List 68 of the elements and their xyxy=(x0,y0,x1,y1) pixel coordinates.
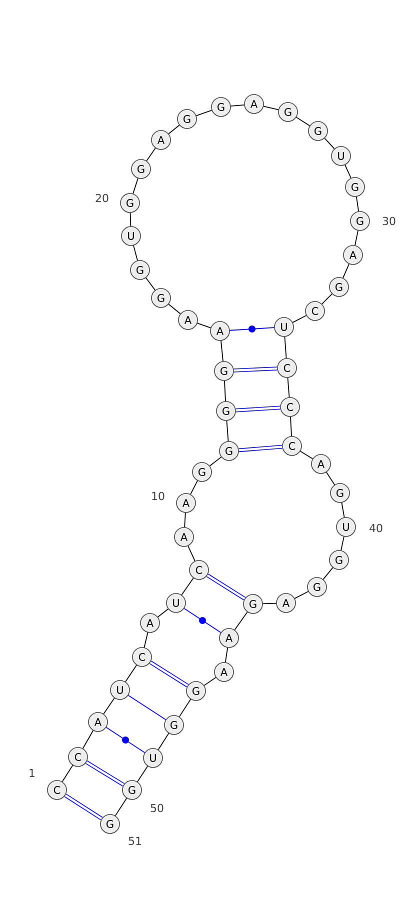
backbone-line xyxy=(234,612,248,630)
backbone-line xyxy=(158,732,170,750)
backbone-line xyxy=(230,104,245,107)
backbone-line xyxy=(226,420,229,442)
backbone-line xyxy=(300,450,314,460)
position-number: 1 xyxy=(30,769,34,777)
backbone-line xyxy=(322,294,332,304)
backbone-line xyxy=(146,148,156,162)
backbone-line xyxy=(344,164,352,178)
base-pair-line xyxy=(206,574,246,600)
backbone-line xyxy=(224,380,226,402)
backbone-line xyxy=(287,377,290,398)
position-number: 40 xyxy=(370,524,382,532)
backbone-line xyxy=(136,766,148,782)
backbone-line xyxy=(196,110,212,116)
backbone-line xyxy=(114,798,128,816)
position-number: 51 xyxy=(128,836,141,846)
backbone-line xyxy=(324,138,335,150)
backbone-line xyxy=(294,591,309,599)
backbone-line xyxy=(326,472,336,486)
backbone-line xyxy=(146,277,156,291)
backbone-line xyxy=(263,106,279,110)
position-number: 50 xyxy=(150,804,164,812)
backbone-line xyxy=(354,230,358,246)
backbone-line xyxy=(356,196,359,212)
backbone-line xyxy=(82,730,94,749)
backbone-line xyxy=(322,567,334,580)
base-pair-line xyxy=(238,444,282,452)
backbone-line xyxy=(284,336,287,359)
backbone-line xyxy=(130,212,132,227)
base-pair-line xyxy=(106,726,146,754)
backbone-line xyxy=(168,124,180,134)
backbone-line xyxy=(157,608,169,618)
base-pair-line xyxy=(85,760,125,786)
backbone-line xyxy=(184,512,186,528)
backbone-line xyxy=(196,322,212,328)
backbone-line xyxy=(103,698,115,714)
backbone-line xyxy=(341,502,345,518)
position-number: 10 xyxy=(152,492,164,500)
backbone-line xyxy=(209,456,222,466)
backbone-line xyxy=(125,664,137,682)
backbone-line xyxy=(190,480,198,495)
backbone-line xyxy=(292,315,307,323)
backbone-line xyxy=(132,178,138,194)
position-number: 30 xyxy=(382,216,396,226)
backbone-line xyxy=(178,698,192,718)
base-pair-line xyxy=(234,366,278,372)
backbone-line xyxy=(296,116,310,126)
backbone-line xyxy=(188,546,196,562)
backbone-line xyxy=(133,245,138,261)
backbone-line xyxy=(62,764,74,782)
base-pair-line xyxy=(149,660,189,688)
position-number: 20 xyxy=(96,194,108,202)
base-pair-line xyxy=(184,608,222,633)
backbone-line xyxy=(225,647,228,663)
backbone-line xyxy=(340,536,344,551)
base-pair-line xyxy=(236,406,280,412)
backbone-line xyxy=(181,578,194,596)
backbone-line xyxy=(220,340,224,362)
backbone-line xyxy=(144,632,148,648)
backbone-line xyxy=(342,264,350,278)
backbone-line xyxy=(204,677,216,686)
base-pair-line xyxy=(128,694,166,720)
base-pair-line xyxy=(229,326,275,332)
base-pair-line xyxy=(64,794,103,820)
backbone-line xyxy=(290,416,292,437)
backbone-line xyxy=(168,304,181,314)
backbone-line xyxy=(262,602,277,604)
